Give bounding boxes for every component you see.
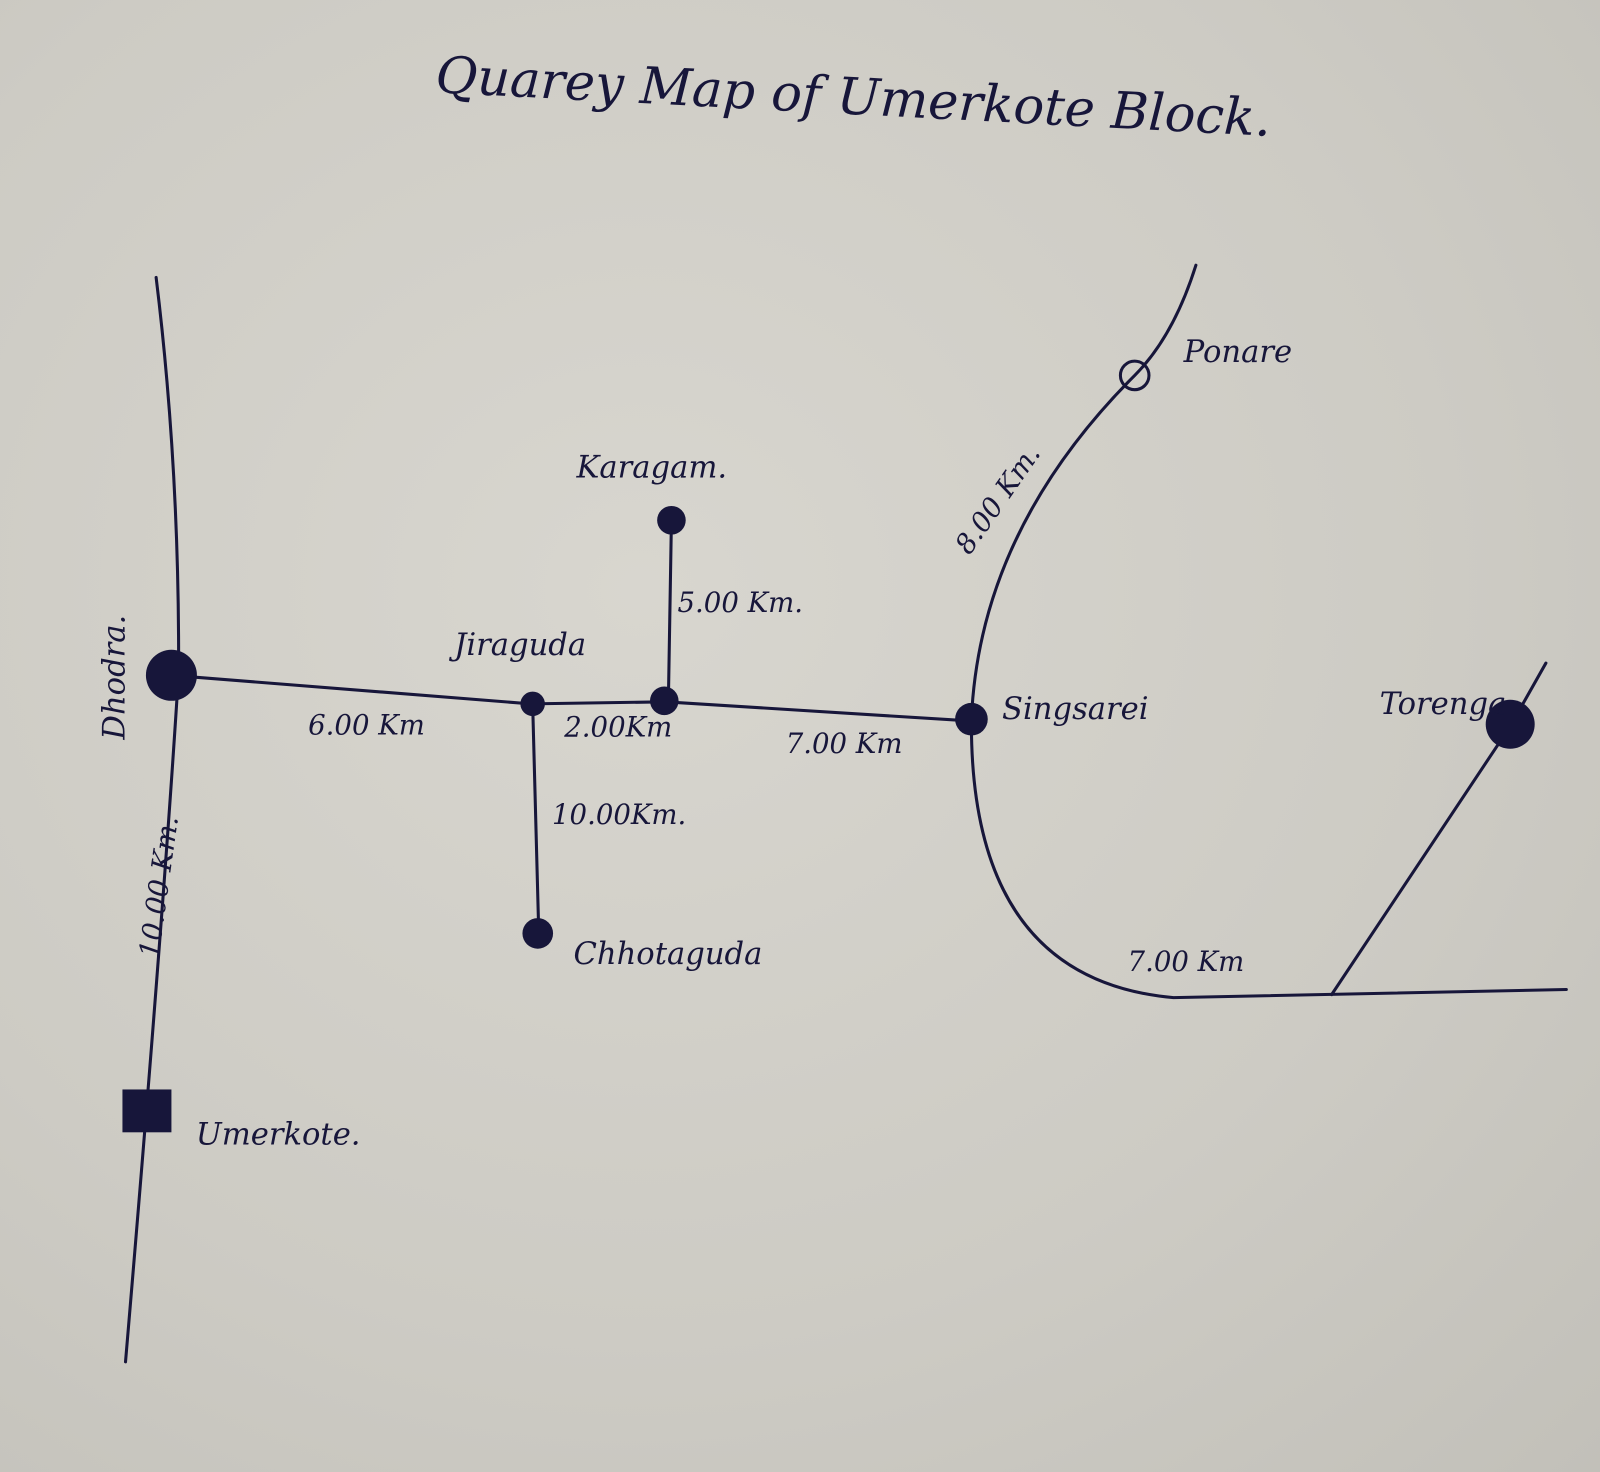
distance-jiraguda-junction: 2.00Km (563, 712, 672, 744)
karagam-junction-marker (650, 686, 679, 716)
distance-dhodra-umerkote: 10.00 Km. (133, 814, 185, 960)
dhodra-marker (145, 649, 197, 701)
road-karagam (666, 518, 673, 704)
label-dhodra: Dhodra. (97, 615, 132, 741)
road-chhotaguda (531, 702, 541, 935)
label-ponare: Ponare (1183, 335, 1292, 370)
singsarei-marker (955, 702, 988, 736)
label-chhotaguda: Chhotaguda (573, 937, 762, 972)
label-jiraguda: Jiraguda (448, 628, 586, 663)
distance-jiraguda-chhotaguda: 10.00Km. (552, 799, 686, 831)
label-torenga: Torenga (1380, 687, 1507, 722)
label-umerkote: Umerkote. (196, 1118, 361, 1153)
road-horizontal (169, 673, 977, 723)
distance-junction-singsarei: 7.00 Km (786, 728, 903, 760)
map-title: Quarey Map of Umerkote Block. (434, 46, 1273, 149)
chhotaguda-marker (522, 918, 554, 949)
ponare-marker (1118, 359, 1151, 392)
distance-singsarei-ponare: 8.00 Km. (949, 439, 1047, 560)
distance-dhodra-jiraguda: 6.00 Km (308, 709, 425, 741)
road-ponare-singsarei (969, 263, 1198, 721)
torenga-marker (1485, 699, 1535, 749)
label-singsarei: Singsarei (1002, 692, 1149, 727)
umerkote-marker (122, 1089, 172, 1133)
distance-junction-karagam: 5.00 Km. (678, 587, 804, 619)
karagam-marker (657, 505, 686, 535)
distance-singsarei-torenga: 7.00 Km (1128, 946, 1245, 978)
road-singsarei-south (969, 717, 1568, 1000)
jiraguda-marker (520, 691, 545, 717)
label-karagam: Karagam. (576, 450, 728, 485)
